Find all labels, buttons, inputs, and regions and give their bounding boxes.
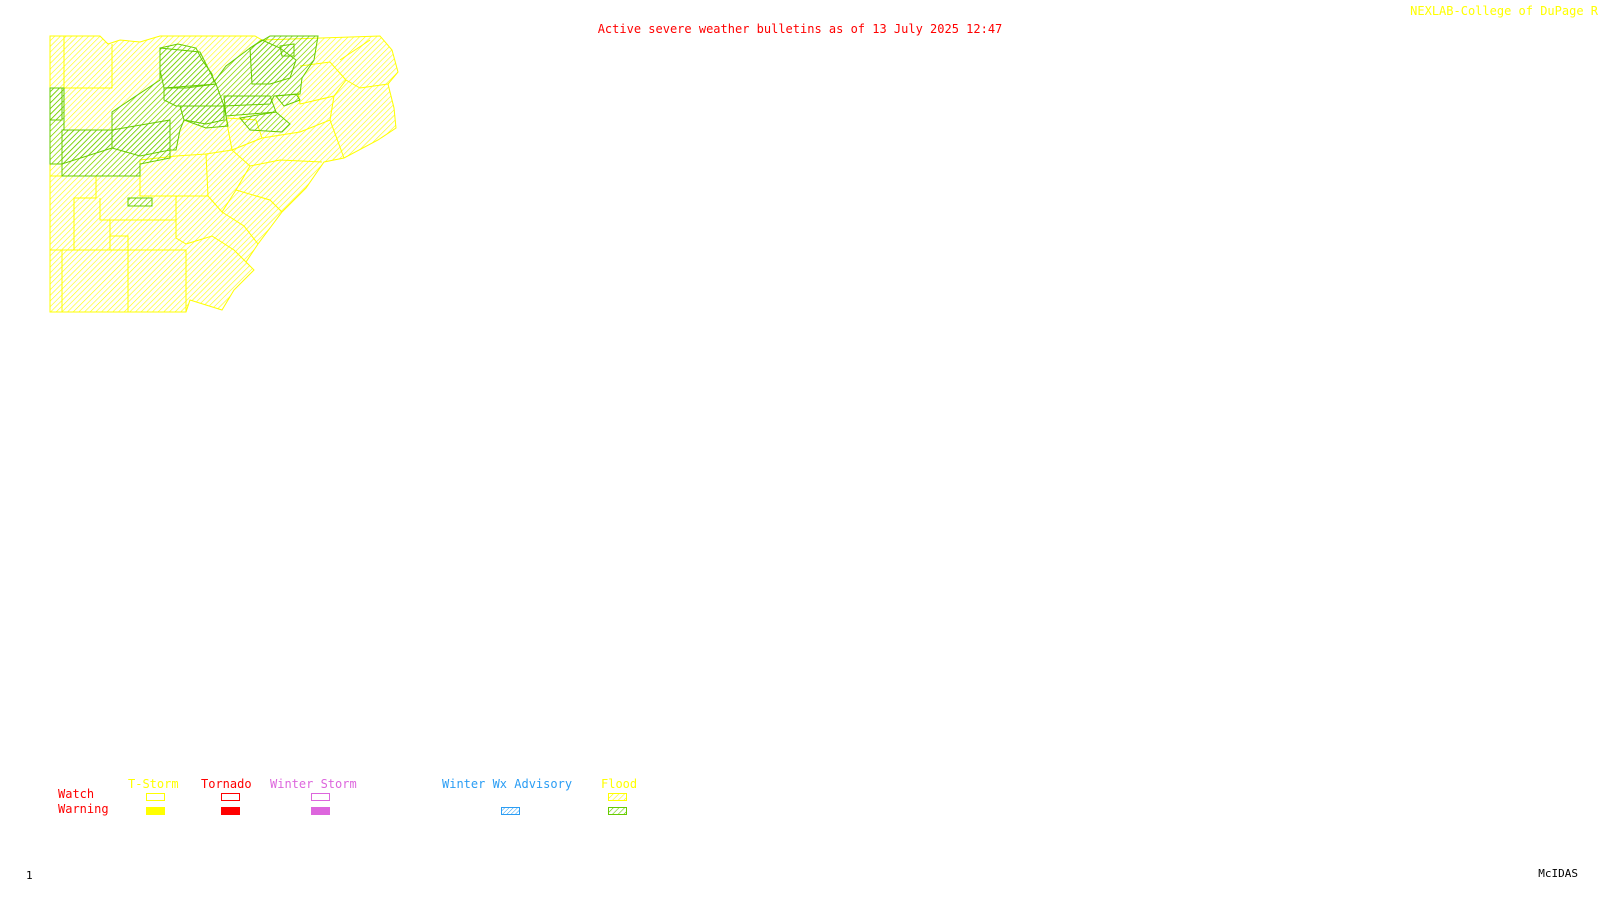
legend-tornado-label: Tornado <box>201 777 252 791</box>
flood-watch-swatch <box>608 793 627 801</box>
frame-number: 1 <box>26 869 33 882</box>
flood-warning-areas <box>49 35 319 207</box>
tstorm-warning-swatch <box>146 807 165 815</box>
flood-warning-swatch <box>608 807 627 815</box>
tornado-watch-swatch <box>221 793 240 801</box>
software-label: McIDAS <box>1538 867 1578 880</box>
legend-winter-storm-label: Winter Storm <box>270 777 357 791</box>
page-title: Active severe weather bulletins as of 13… <box>597 22 1003 36</box>
tstorm-watch-swatch <box>146 793 165 801</box>
legend-watch-label: Watch <box>58 787 95 801</box>
legend-flood-label: Flood <box>601 777 638 791</box>
tornado-warning-swatch <box>221 807 240 815</box>
winter-wx-advisory-swatch <box>501 807 520 815</box>
legend-tstorm-label: T-Storm <box>128 777 179 791</box>
winter-storm-warning-swatch <box>311 807 330 815</box>
legend-winter-wx-advisory-label: Winter Wx Advisory <box>442 777 573 791</box>
winter-storm-watch-swatch <box>311 793 330 801</box>
source-credit: NEXLAB-College of DuPage R <box>1410 4 1598 18</box>
legend-warning-label: Warning <box>58 802 109 816</box>
